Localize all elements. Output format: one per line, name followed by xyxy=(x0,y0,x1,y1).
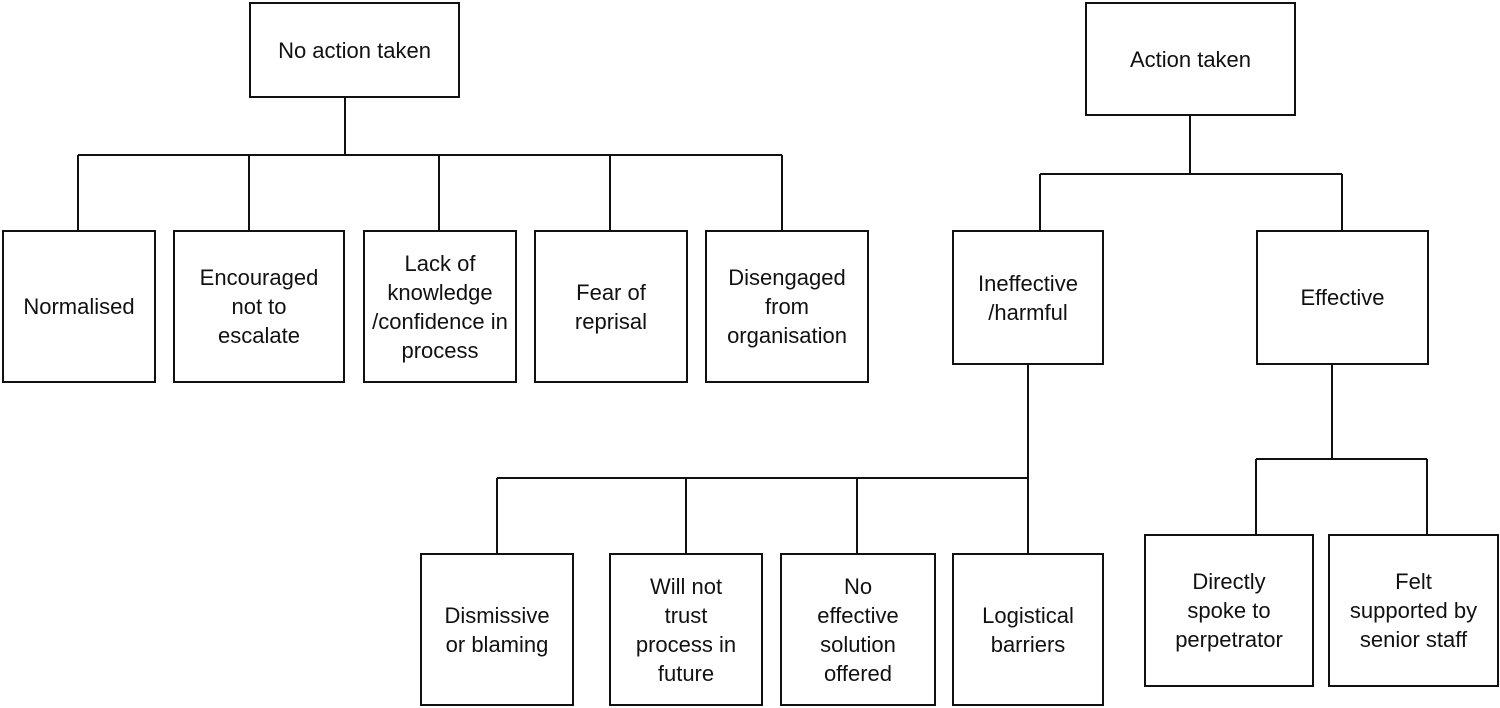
outcome-box-directly-spoke: Directly spoke to perpetrator xyxy=(1144,534,1314,687)
outcome-label: No effective solution offered xyxy=(817,573,899,686)
reason-box-normalised: Normalised xyxy=(2,230,156,383)
outcome-box-no-effective-solution: No effective solution offered xyxy=(780,553,936,706)
outcome-label: Dismissive or blaming xyxy=(444,602,550,657)
reason-label: Normalised xyxy=(23,294,135,319)
reason-label: Fear of reprisal xyxy=(574,279,648,334)
reason-box-encouraged-not-to-escalate: Encouraged not to escalate xyxy=(173,230,345,383)
reason-box-fear-of-reprisal: Fear of reprisal xyxy=(534,230,688,383)
outcome-box-logistical-barriers: Logistical barriers xyxy=(952,553,1104,706)
effective-box: Effective xyxy=(1256,230,1429,365)
reason-label: Encouraged not to escalate xyxy=(199,265,319,348)
action-taken-box: Action taken xyxy=(1085,2,1296,116)
reason-box-lack-of-knowledge: Lack of knowledge /confidence in process xyxy=(363,230,517,383)
outcome-box-felt-supported: Felt supported by senior staff xyxy=(1328,534,1499,687)
ineffective-harmful-label: Ineffective /harmful xyxy=(978,270,1078,325)
effective-label: Effective xyxy=(1300,285,1385,310)
outcome-label: Directly spoke to perpetrator xyxy=(1175,569,1283,652)
no-action-taken-label: No action taken xyxy=(278,37,431,63)
reason-label: Disengaged from organisation xyxy=(727,265,847,348)
reason-label: Lack of knowledge /confidence in process xyxy=(372,250,508,363)
action-taken-label: Action taken xyxy=(1129,46,1252,72)
outcome-box-dismissive: Dismissive or blaming xyxy=(420,553,574,706)
outcome-label: Felt supported by senior staff xyxy=(1349,569,1478,652)
no-action-taken-box: No action taken xyxy=(249,2,460,98)
reason-box-disengaged: Disengaged from organisation xyxy=(705,230,869,383)
outcome-box-will-not-trust: Will not trust process in future xyxy=(609,553,763,706)
outcome-label: Will not trust process in future xyxy=(635,573,737,686)
ineffective-harmful-box: Ineffective /harmful xyxy=(952,230,1104,365)
outcome-label: Logistical barriers xyxy=(982,602,1074,657)
